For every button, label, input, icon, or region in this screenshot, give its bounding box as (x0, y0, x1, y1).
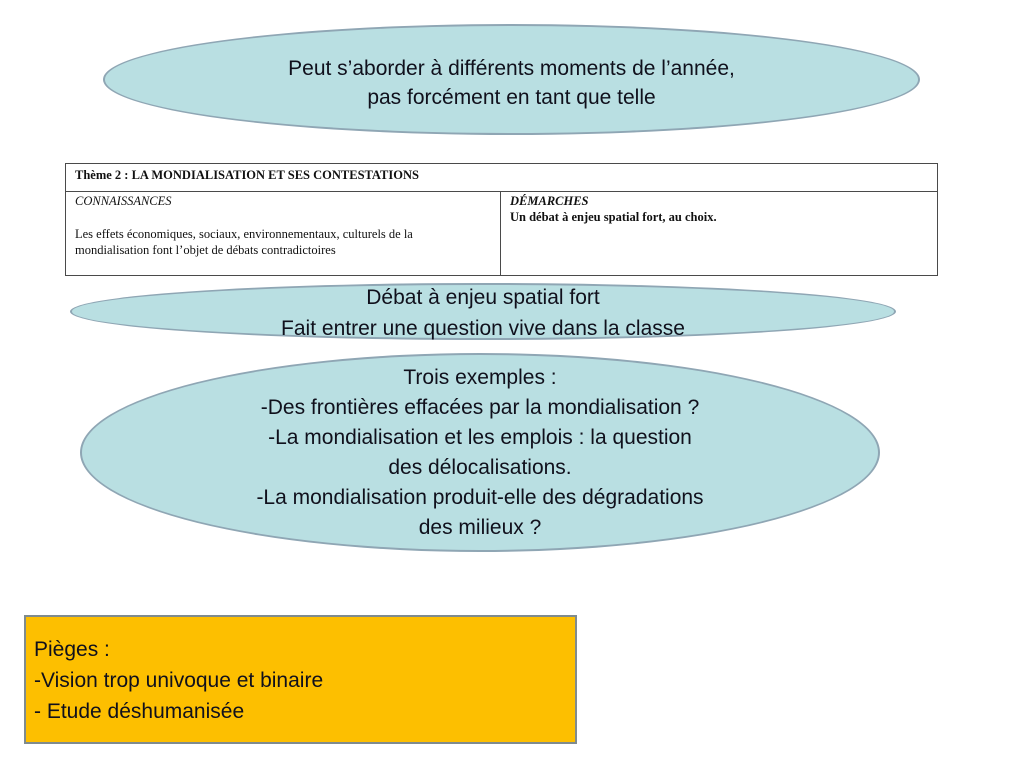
knowledge-cell: CONNAISSANCES Les effets économiques, so… (66, 192, 501, 275)
examples-oval-line: -Des frontières effacées par la mondiali… (260, 396, 700, 419)
approach-text-line: Un débat à enjeu spatial fort, au choix. (510, 210, 717, 224)
program-table: Thème 2 : LA MONDIALISATION ET SES CONTE… (65, 163, 938, 276)
examples-oval-line: des milieux ? (418, 516, 542, 539)
knowledge-text-line: Les effets économiques, sociaux, environ… (75, 227, 413, 241)
intro-oval (103, 24, 920, 135)
examples-oval (80, 353, 880, 552)
debate-oval-line: Débat à enjeu spatial fort (366, 286, 600, 309)
pitfalls-item: - Etude déshumanisée (34, 700, 245, 723)
table-title: Thème 2 : LA MONDIALISATION ET SES CONTE… (75, 168, 419, 182)
knowledge-heading: CONNAISSANCES (75, 194, 172, 208)
knowledge-text: Les effets économiques, sociaux, environ… (75, 226, 500, 258)
debate-oval-text: Débat à enjeu spatial fort Fait entrer u… (70, 282, 896, 344)
examples-oval-text: Trois exemples : -Des frontières effacée… (80, 363, 880, 543)
examples-oval-line: -La mondialisation produit-elle des dégr… (256, 486, 704, 509)
approach-heading: DÉMARCHES (510, 194, 589, 208)
intro-oval-text: Peut s’aborder à différents moments de l… (103, 54, 920, 112)
examples-oval-line: Trois exemples : (403, 366, 557, 389)
debate-oval-line: Fait entrer une question vive dans la cl… (281, 317, 685, 340)
pitfalls-box: Pièges : -Vision trop univoque et binair… (24, 615, 577, 744)
table-title-row: Thème 2 : LA MONDIALISATION ET SES CONTE… (66, 164, 937, 192)
examples-oval-line: des délocalisations. (388, 456, 572, 479)
examples-oval-line: -La mondialisation et les emplois : la q… (268, 426, 692, 449)
pitfalls-title: Pièges : (34, 638, 110, 661)
knowledge-text-line: mondialisation font l’objet de débats co… (75, 243, 336, 257)
debate-oval (70, 283, 896, 340)
intro-oval-line: Peut s’aborder à différents moments de l… (288, 57, 735, 80)
table-body-row: CONNAISSANCES Les effets économiques, so… (66, 192, 937, 275)
intro-oval-line: pas forcément en tant que telle (367, 86, 656, 109)
approach-cell: DÉMARCHES Un débat à enjeu spatial fort,… (501, 192, 937, 275)
pitfalls-item: -Vision trop univoque et binaire (34, 669, 324, 692)
approach-text: Un débat à enjeu spatial fort, au choix. (510, 209, 937, 225)
